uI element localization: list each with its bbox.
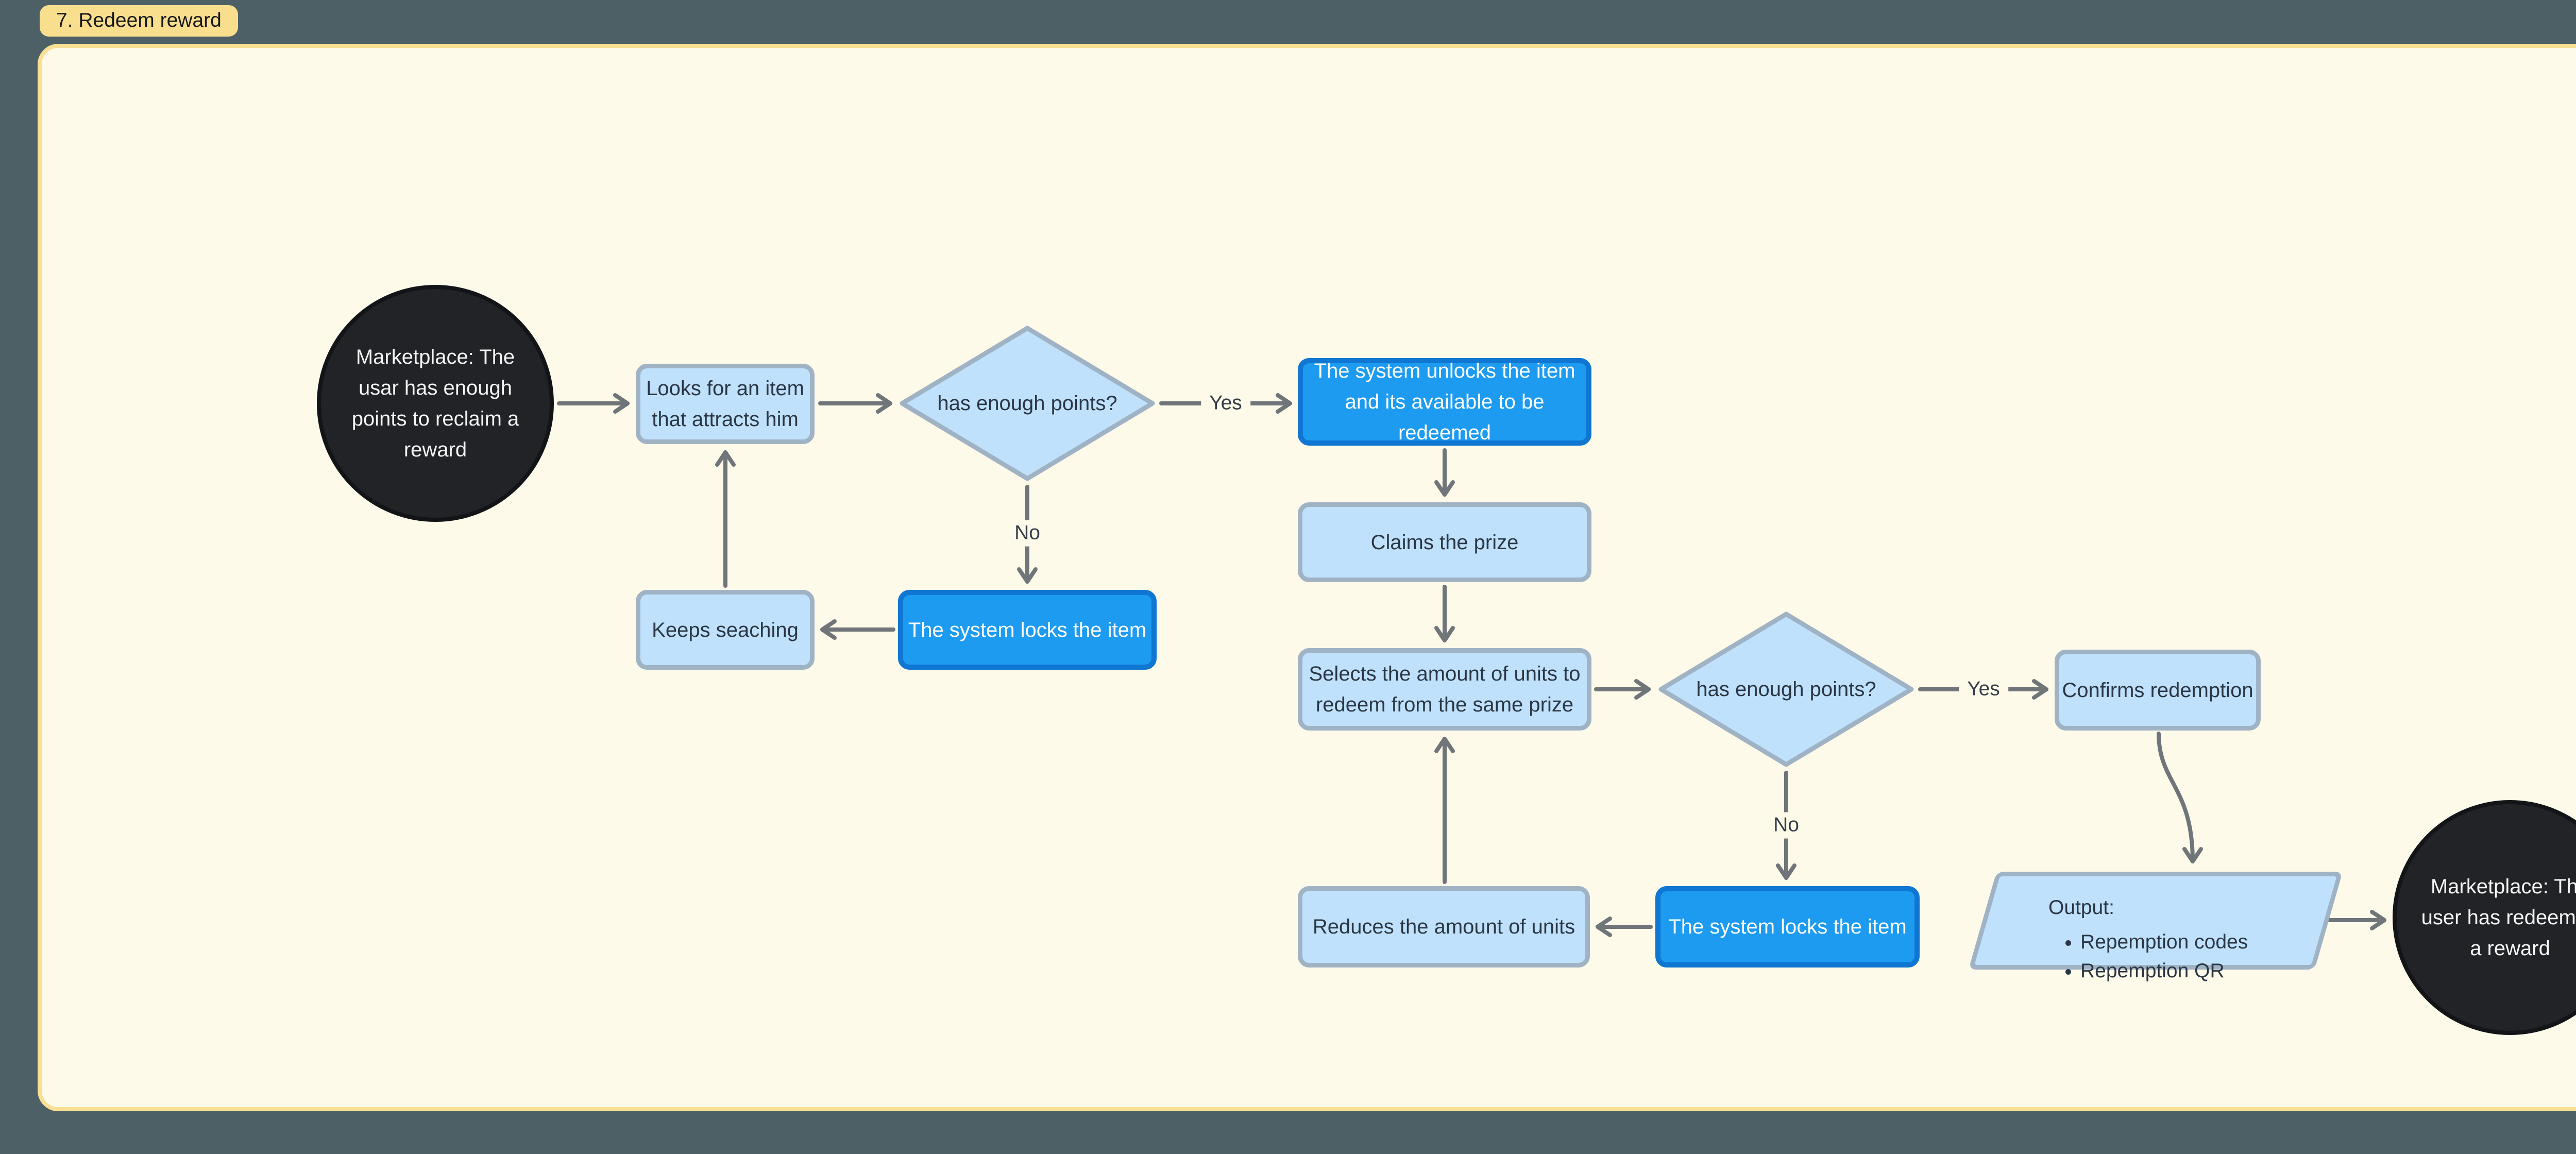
node-decision-has-enough-points-1[interactable]: has enough points? bbox=[898, 324, 1157, 483]
output-list: Repemption codes Repemption QR bbox=[2048, 928, 2329, 986]
node-label: Selects the amount of units to redeem fr… bbox=[1309, 663, 1581, 716]
frame-tab[interactable]: 7. Redeem reward bbox=[40, 5, 238, 37]
node-system-locks-item-1[interactable]: The system locks the item bbox=[898, 590, 1157, 670]
node-label: Looks for an item that attracts him bbox=[646, 377, 804, 431]
node-label: has enough points? bbox=[1696, 678, 1876, 701]
node-label: The system locks the item bbox=[908, 618, 1147, 641]
node-confirms-redemption[interactable]: Confirms redemption bbox=[2055, 650, 2261, 731]
node-label: Marketplace: The user has redeemed a rew… bbox=[2421, 875, 2576, 960]
node-end-terminator[interactable]: Marketplace: The user has redeemed a rew… bbox=[2393, 800, 2576, 1035]
output-title: Output: bbox=[2048, 896, 2114, 919]
diamond-shape bbox=[900, 326, 1155, 481]
edge-label-no-1[interactable]: No bbox=[1006, 520, 1048, 547]
node-label: Confirms redemption bbox=[2062, 678, 2253, 702]
node-start-terminator[interactable]: Marketplace: The usar has enough points … bbox=[317, 285, 554, 522]
node-label: The system locks the item bbox=[1668, 915, 1907, 938]
node-output-parallelogram[interactable]: Output: Repemption codes Repemption QR bbox=[1968, 872, 2343, 982]
node-reduces-units[interactable]: Reduces the amount of units bbox=[1298, 886, 1590, 968]
node-label: The system unlocks the item and its avai… bbox=[1314, 360, 1575, 444]
diamond-shape bbox=[1658, 612, 1914, 767]
node-system-unlocks-item[interactable]: The system unlocks the item and its avai… bbox=[1298, 358, 1591, 446]
node-label: Keeps seaching bbox=[652, 618, 799, 641]
node-selects-units[interactable]: Selects the amount of units to redeem fr… bbox=[1298, 648, 1591, 731]
node-label: has enough points? bbox=[937, 392, 1117, 415]
output-item: Repemption QR bbox=[2080, 957, 2329, 986]
edge-label-yes-1[interactable]: Yes bbox=[1201, 390, 1250, 417]
edge-label-yes-2[interactable]: Yes bbox=[1959, 676, 2008, 703]
output-item: Repemption codes bbox=[2080, 928, 2329, 957]
node-label: Marketplace: The usar has enough points … bbox=[351, 346, 519, 461]
node-label: Claims the prize bbox=[1370, 531, 1519, 554]
node-label: Reduces the amount of units bbox=[1312, 915, 1575, 938]
node-keeps-searching[interactable]: Keeps seaching bbox=[636, 590, 815, 670]
edge-label-no-2[interactable]: No bbox=[1765, 812, 1807, 839]
node-looks-for-item[interactable]: Looks for an item that attracts him bbox=[636, 364, 815, 444]
node-decision-has-enough-points-2[interactable]: has enough points? bbox=[1657, 610, 1916, 769]
node-claims-prize[interactable]: Claims the prize bbox=[1298, 502, 1591, 582]
node-system-locks-item-2[interactable]: The system locks the item bbox=[1655, 886, 1920, 968]
